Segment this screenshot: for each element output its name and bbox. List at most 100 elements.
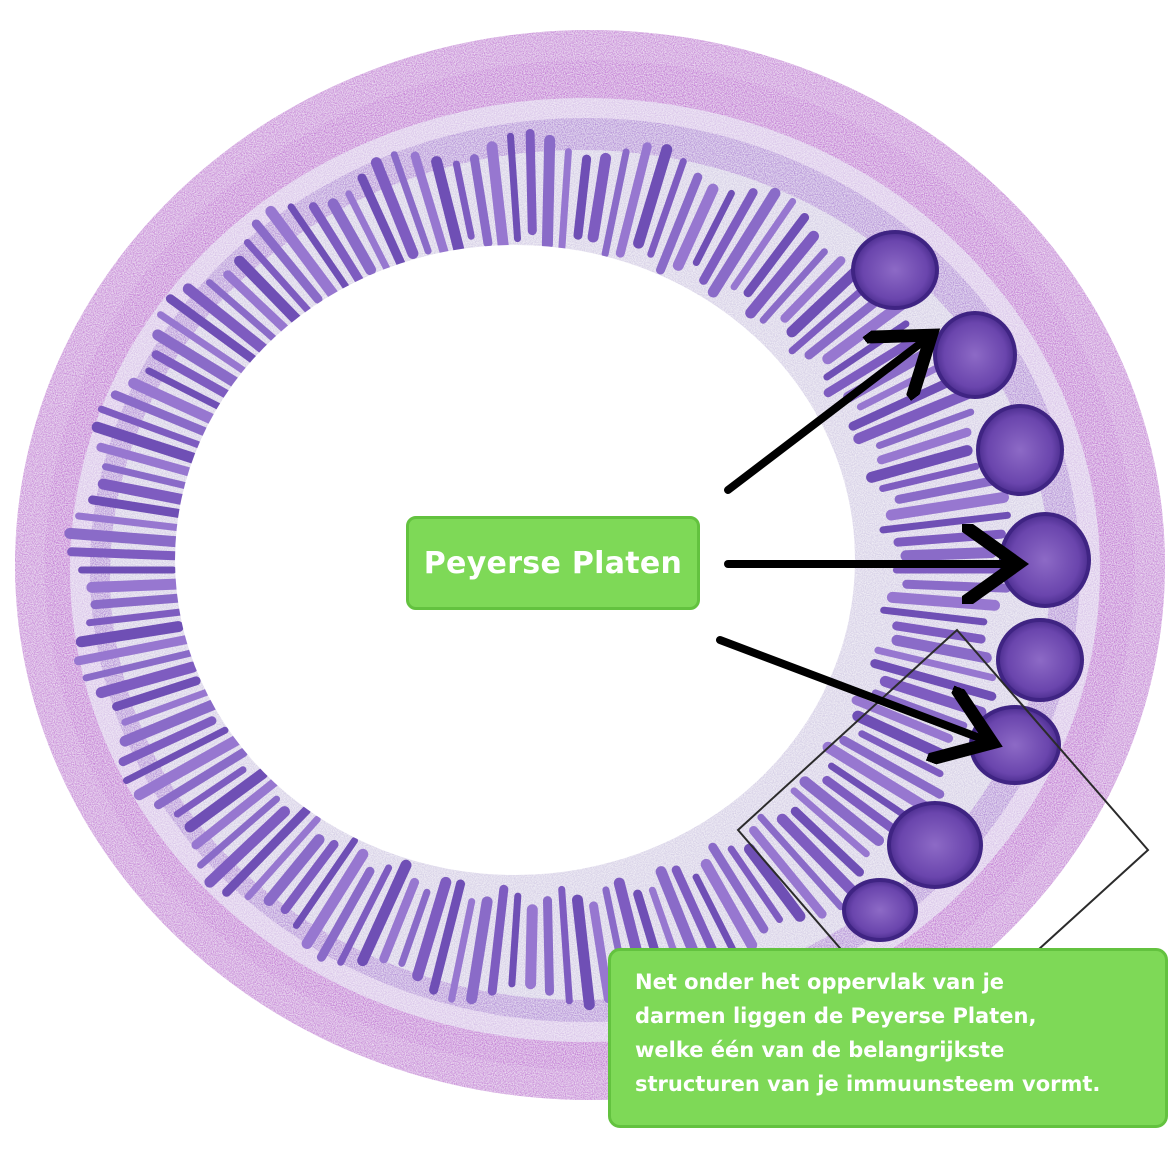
villus bbox=[757, 813, 845, 911]
villus bbox=[790, 787, 870, 858]
villus bbox=[74, 633, 200, 666]
lymphoid-nodule bbox=[887, 801, 983, 889]
villus bbox=[184, 768, 269, 833]
villus bbox=[357, 859, 412, 967]
villus bbox=[541, 134, 556, 250]
villus bbox=[452, 160, 475, 240]
villus bbox=[508, 892, 522, 988]
villus bbox=[398, 888, 431, 967]
villus bbox=[75, 621, 184, 648]
villus bbox=[902, 579, 1012, 593]
villus bbox=[900, 547, 997, 562]
villus bbox=[118, 716, 217, 767]
villus bbox=[67, 547, 193, 561]
villus bbox=[507, 132, 521, 243]
villus bbox=[885, 491, 1009, 521]
villus bbox=[357, 173, 410, 278]
villus bbox=[244, 815, 321, 901]
villus bbox=[708, 842, 769, 934]
villus bbox=[615, 142, 652, 258]
villus bbox=[206, 279, 277, 342]
villus bbox=[308, 202, 365, 286]
villus bbox=[251, 219, 323, 304]
villus bbox=[197, 795, 280, 869]
villus bbox=[287, 203, 359, 304]
villus bbox=[589, 901, 613, 1004]
villus bbox=[88, 495, 186, 519]
villus bbox=[853, 387, 976, 445]
villus bbox=[699, 188, 758, 285]
villus bbox=[337, 864, 393, 966]
villus bbox=[707, 187, 781, 298]
lymphoid-nodule bbox=[976, 404, 1064, 496]
villus bbox=[799, 776, 884, 846]
villus bbox=[572, 894, 595, 1011]
lymphoid-nodule bbox=[999, 512, 1091, 608]
villus bbox=[780, 256, 846, 323]
villus bbox=[558, 148, 572, 253]
villus bbox=[95, 661, 199, 699]
villus bbox=[327, 198, 376, 276]
villus bbox=[587, 152, 612, 243]
villus bbox=[786, 260, 868, 338]
villus bbox=[182, 283, 281, 364]
villus bbox=[601, 148, 630, 258]
villus bbox=[647, 158, 687, 258]
villus bbox=[466, 896, 493, 1005]
villus bbox=[91, 421, 207, 467]
villus bbox=[280, 839, 339, 915]
villus bbox=[749, 826, 827, 919]
villus bbox=[727, 845, 783, 923]
villus bbox=[165, 294, 271, 374]
arrow-upper bbox=[724, 340, 925, 494]
villus bbox=[75, 512, 184, 532]
villus bbox=[874, 646, 996, 682]
villus bbox=[102, 463, 204, 493]
villus bbox=[858, 730, 944, 778]
lymphoid-nodule bbox=[842, 878, 918, 942]
villus bbox=[700, 858, 758, 951]
villus bbox=[839, 735, 945, 799]
villus bbox=[292, 837, 358, 929]
villus bbox=[469, 154, 493, 248]
villus bbox=[154, 748, 248, 810]
villus bbox=[486, 141, 510, 258]
villus bbox=[263, 834, 325, 906]
villus bbox=[525, 129, 537, 236]
villus bbox=[119, 696, 225, 747]
villus bbox=[692, 873, 743, 966]
villus bbox=[370, 157, 419, 259]
villus bbox=[429, 879, 465, 995]
villus bbox=[222, 805, 311, 897]
villus bbox=[123, 726, 229, 784]
villus bbox=[744, 843, 806, 922]
villus bbox=[558, 885, 573, 1005]
villus bbox=[448, 898, 476, 1003]
villus bbox=[880, 606, 988, 626]
villus bbox=[82, 646, 208, 682]
villus bbox=[145, 367, 234, 416]
villus bbox=[487, 884, 509, 996]
villus bbox=[96, 442, 194, 477]
villus bbox=[876, 408, 975, 449]
lymphoid-nodule bbox=[969, 705, 1061, 785]
villus bbox=[730, 198, 797, 291]
villus bbox=[879, 462, 980, 492]
villus bbox=[543, 896, 554, 996]
villus bbox=[672, 183, 719, 271]
villus bbox=[892, 621, 986, 644]
villus bbox=[265, 205, 343, 306]
villus bbox=[157, 311, 249, 375]
villus bbox=[879, 511, 1011, 534]
peyers-patches-label: Peyerse Platen bbox=[406, 516, 700, 610]
villus bbox=[822, 775, 902, 837]
villus bbox=[379, 877, 419, 964]
villus bbox=[110, 390, 219, 441]
villus bbox=[133, 730, 250, 801]
villus bbox=[316, 866, 375, 962]
villus bbox=[745, 230, 819, 319]
villus bbox=[891, 634, 992, 664]
villus bbox=[894, 476, 995, 504]
villus bbox=[121, 685, 220, 726]
villus bbox=[223, 270, 293, 336]
